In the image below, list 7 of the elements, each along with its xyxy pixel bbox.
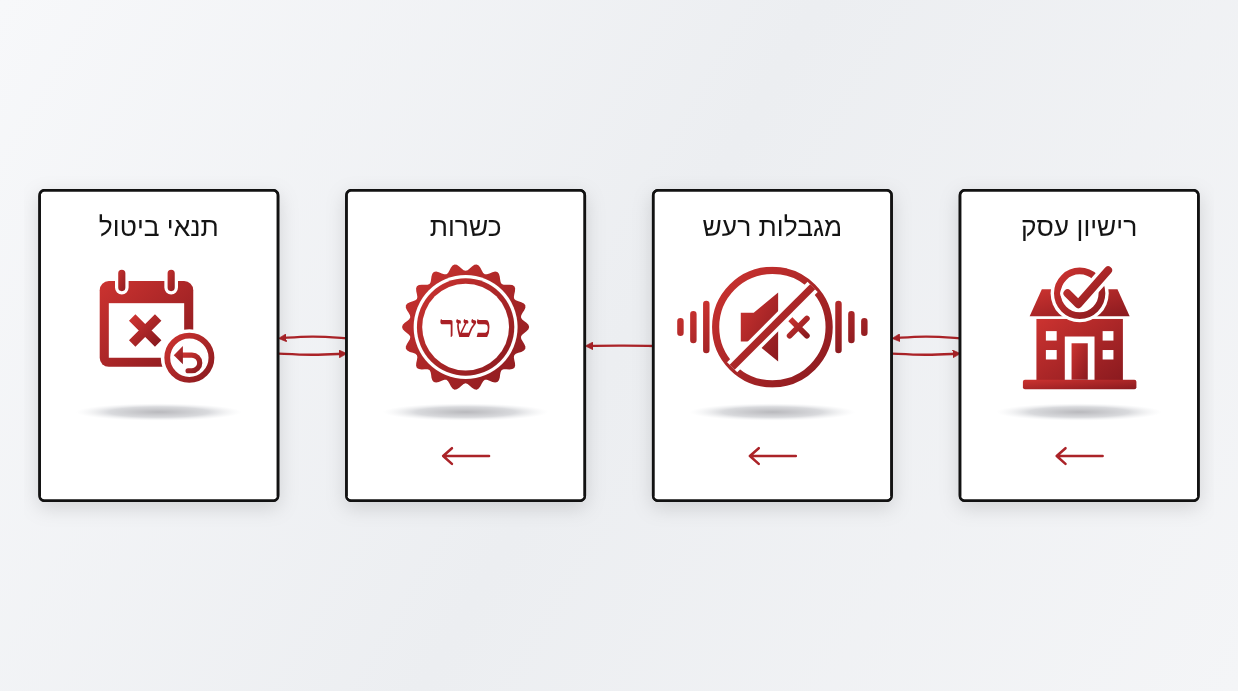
card-title: מגבלות רעש	[702, 211, 843, 245]
card-title: תנאי ביטול	[98, 211, 219, 245]
card-title: כשרות	[429, 211, 502, 245]
arrow	[584, 341, 654, 351]
card-title: רישיון עסק	[1021, 211, 1138, 245]
arrow	[278, 333, 347, 343]
seal-text: כשר	[440, 311, 492, 342]
